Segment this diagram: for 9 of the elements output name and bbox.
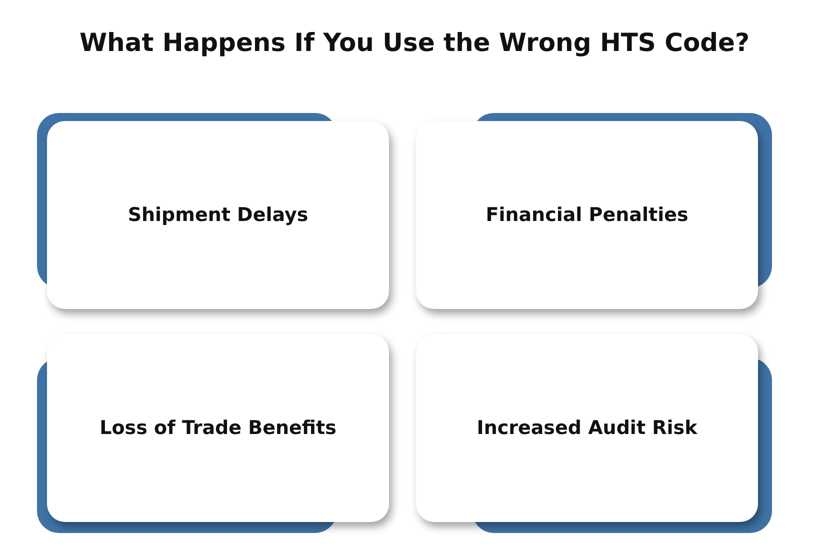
card-label: Loss of Trade Benefits — [100, 417, 336, 439]
card-label: Financial Penalties — [486, 204, 688, 226]
consequence-card — [416, 121, 758, 309]
card-label: Shipment Delays — [128, 204, 308, 226]
consequence-card — [47, 121, 389, 309]
consequence-card — [47, 334, 389, 522]
card-label: Increased Audit Risk — [476, 417, 698, 439]
title: What Happens If You Use the Wrong HTS Code? — [78, 28, 751, 57]
consequence-card — [416, 334, 758, 522]
